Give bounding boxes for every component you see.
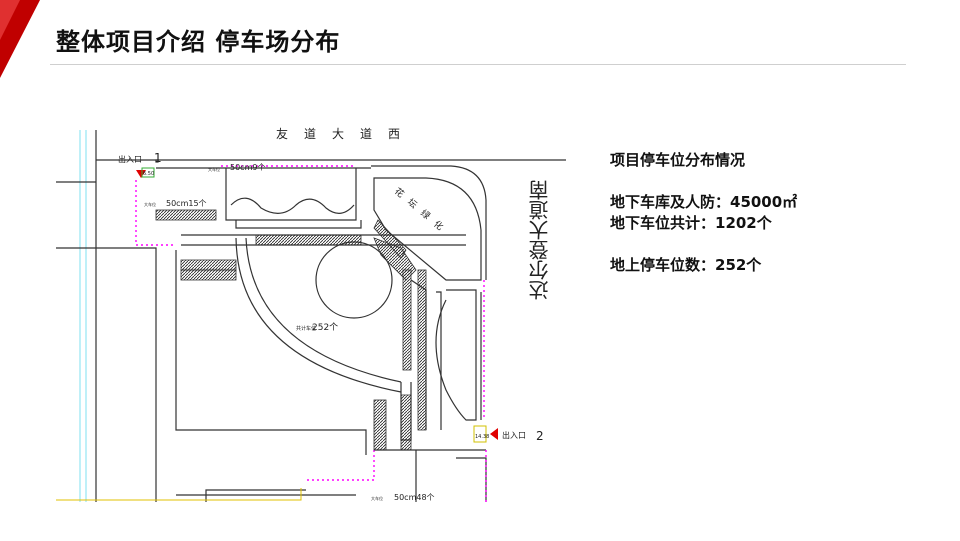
road-right-label: 达尔登大道南 (528, 180, 552, 300)
info-underground-total: 地下车位共计：1202个 (610, 214, 772, 232)
parking-row-left2 (180, 259, 237, 271)
entrance-2-value: 14.38 (475, 434, 489, 440)
corner-decoration-inner (0, 0, 20, 40)
yellow-line (56, 488, 302, 501)
entrance-2-triangle (490, 428, 498, 440)
entrance-1-value: 6.50 (143, 171, 154, 177)
entrance-2: 14.38 出入口 2 (473, 425, 544, 443)
entrance-1-label: 出入口 (118, 154, 142, 164)
info-ground-total: 地上停车位数：252个 (610, 256, 762, 274)
parking-rows (155, 209, 427, 451)
site-outline (56, 130, 566, 502)
info-spacer (610, 171, 797, 192)
parking-info-panel: 项目停车位分布情况 地下车库及人防：45000㎡ 地下车位共计：1202个 地上… (610, 150, 797, 276)
parking-row-top (255, 234, 362, 246)
parking-row-right1 (402, 269, 412, 371)
lot-center-count: 252个 (312, 322, 338, 333)
parking-row-right2 (417, 269, 427, 431)
grid-lines (79, 130, 87, 502)
parking-row-left3 (180, 269, 237, 281)
info-underground-area: 地下车库及人防：45000㎡ (610, 193, 798, 211)
lot-center-small: 共计车位 (296, 325, 316, 332)
parking-row-left1 (155, 209, 217, 221)
entrance-1-number: 1 (154, 151, 162, 165)
title-divider (50, 64, 906, 65)
property-boundary (135, 165, 487, 502)
corner-garden-label: 花坛绿化 (392, 185, 452, 238)
info-heading: 项目停车位分布情况 (610, 151, 746, 169)
entrance-2-label: 出入口 (502, 430, 526, 440)
lot-left-small: 大车位 (144, 201, 156, 207)
page-title: 整体项目介绍 停车场分布 (56, 28, 341, 56)
entrance-2-number: 2 (536, 429, 544, 443)
parking-row-bottom1 (373, 399, 387, 451)
lot-top-count: 50cm9个 (230, 163, 265, 172)
parking-row-bottom2 (400, 394, 412, 451)
road-top-label: 友道大道西 (276, 127, 416, 141)
lot-bottom-small: 大车位 (371, 495, 383, 501)
lot-bottom-count: 50cm48个 (394, 493, 435, 502)
lot-left-count: 50cm15个 (166, 199, 207, 208)
lot-top-small: 大车位 (208, 166, 220, 172)
entrance-1-triangle (136, 170, 146, 178)
entrance-2-box (473, 425, 487, 443)
entrance-1: 6.50 出入口 1 (118, 151, 162, 178)
info-spacer-2 (610, 234, 797, 255)
parking-map: 6.50 出入口 1 14.38 出入口 2 友道大道西 达尔登大道南 花坛绿化… (56, 127, 566, 502)
entrance-1-box (141, 167, 155, 178)
parking-row-slope (373, 237, 417, 281)
